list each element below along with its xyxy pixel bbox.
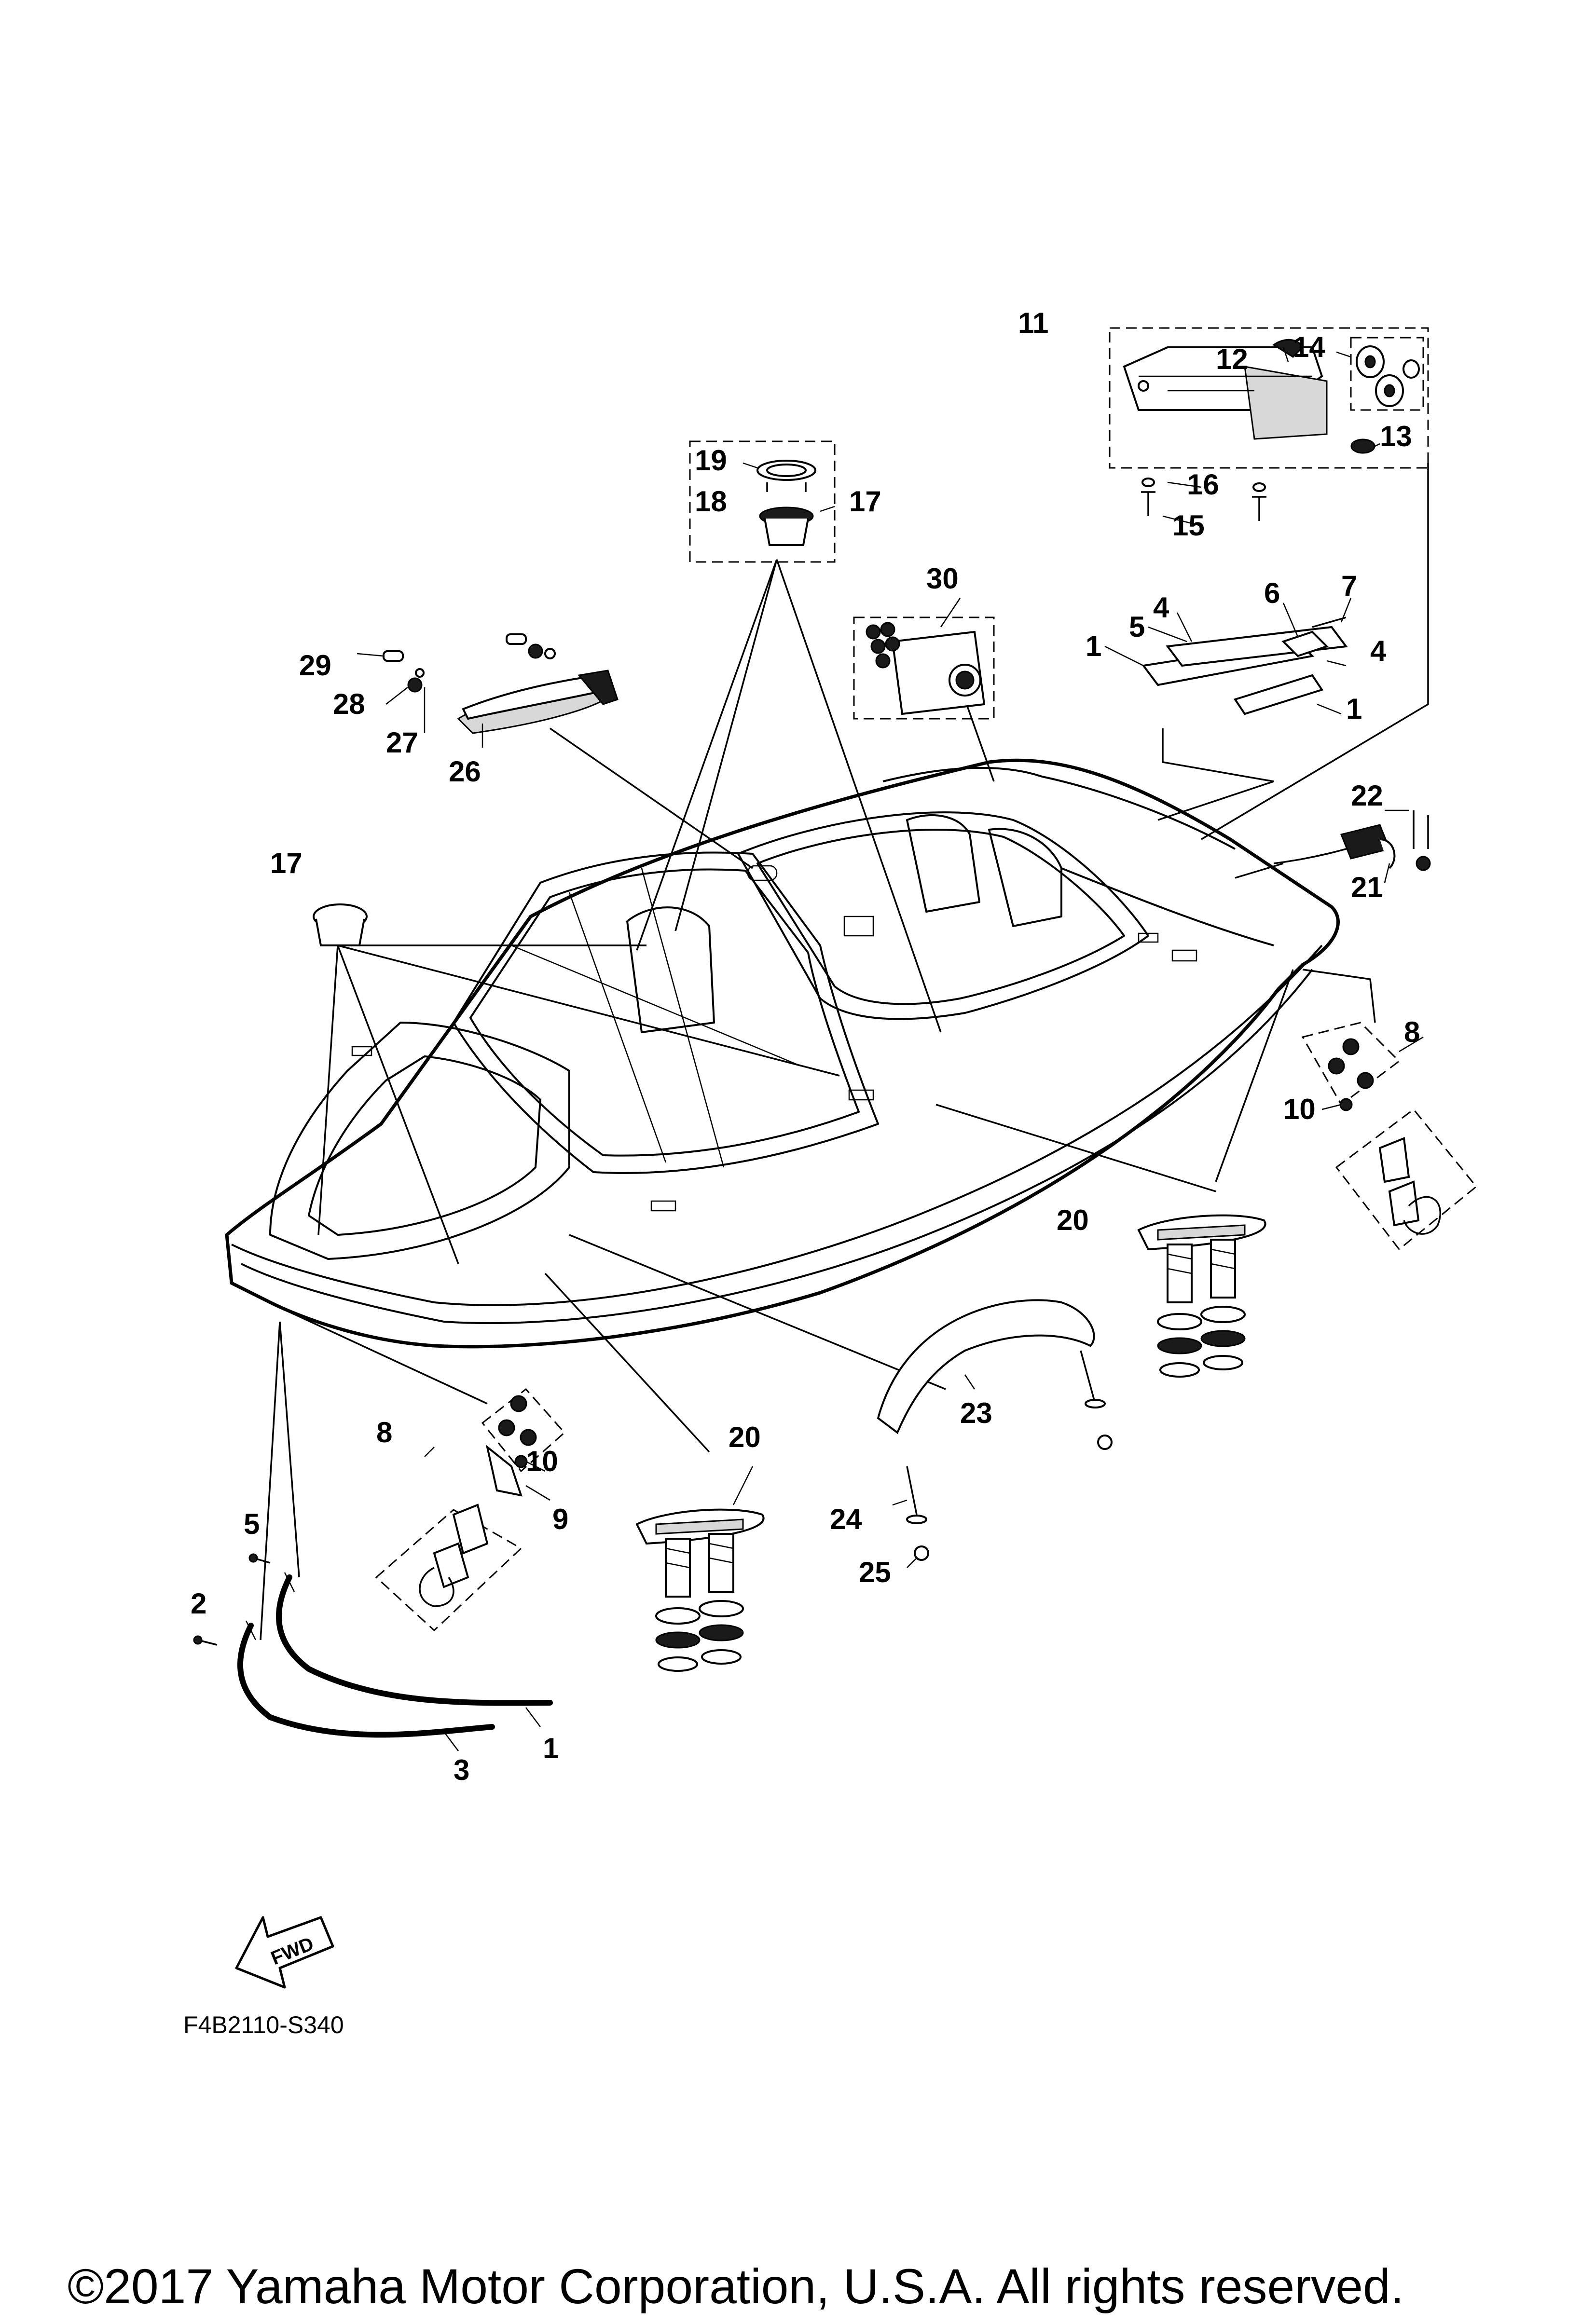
cleat-left-group [635,1466,765,1672]
copyright-notice: ©2017 Yamaha Motor Corporation, U.S.A. A… [68,2259,1404,2314]
callout-17-top: 17 [849,485,881,518]
rub-rails-group [193,1553,553,1751]
callout-27: 27 [386,726,418,759]
callout-10-left: 10 [526,1445,558,1477]
ski-tow-group [877,1299,1113,1568]
callout-2: 2 [191,1587,206,1620]
callout-29: 29 [299,649,331,682]
callout-23: 23 [960,1397,992,1429]
callout-10-right: 10 [1283,1093,1316,1125]
callout-30: 30 [926,562,959,595]
callout-20-right: 20 [1057,1204,1089,1236]
callout-14: 14 [1293,331,1325,363]
callout-6: 6 [1264,577,1280,609]
callout-26: 26 [449,755,481,788]
callout-8-left: 8 [376,1416,392,1449]
grab-handle-group [357,633,619,748]
diagram-code: F4B2110-S340 [183,2011,344,2038]
cup-holder-group [313,440,836,946]
callout-25: 25 [859,1556,891,1588]
callout-18: 18 [695,485,727,518]
callout-20-left: 20 [729,1421,761,1453]
callout-15: 15 [1172,509,1205,542]
callout-4-b: 4 [1370,635,1387,667]
callout-5-b: 5 [244,1508,260,1540]
hose-group [1273,809,1431,883]
callout-16: 16 [1187,468,1219,501]
callout-3: 3 [454,1754,469,1786]
callout-11: 11 [1018,307,1048,339]
callout-8-right: 8 [1404,1016,1420,1048]
part-30-group [853,598,995,720]
callout-21: 21 [1351,871,1383,903]
rail-clips-group [1104,598,1352,715]
bracket-assembly-group [1109,327,1429,527]
eye-left-group [375,1388,566,1632]
callout-labels: 11 12 14 13 16 15 19 18 17 17 30 4 6 7 5… [191,307,1420,1786]
callout-12: 12 [1216,343,1248,375]
callout-9: 9 [552,1503,568,1535]
callout-28: 28 [333,688,365,720]
leader-lines [260,463,1429,1640]
callout-22: 22 [1351,779,1383,812]
callout-13: 13 [1380,420,1412,452]
callout-5-a: 5 [1129,611,1145,643]
cleat-right-group [1137,1214,1266,1378]
fwd-arrow-icon: FWD [235,1916,334,1989]
callout-17-left: 17 [270,847,302,879]
callout-1-c: 1 [543,1732,559,1764]
callout-24: 24 [830,1503,862,1535]
eye-right-group [1301,1022,1478,1251]
callout-7: 7 [1341,570,1357,602]
callout-19: 19 [695,444,727,477]
callout-1-a: 1 [1086,630,1101,662]
boat-hull-illustration [225,758,1340,1349]
callout-1-b: 1 [1346,693,1362,725]
callout-4-a: 4 [1153,591,1169,624]
